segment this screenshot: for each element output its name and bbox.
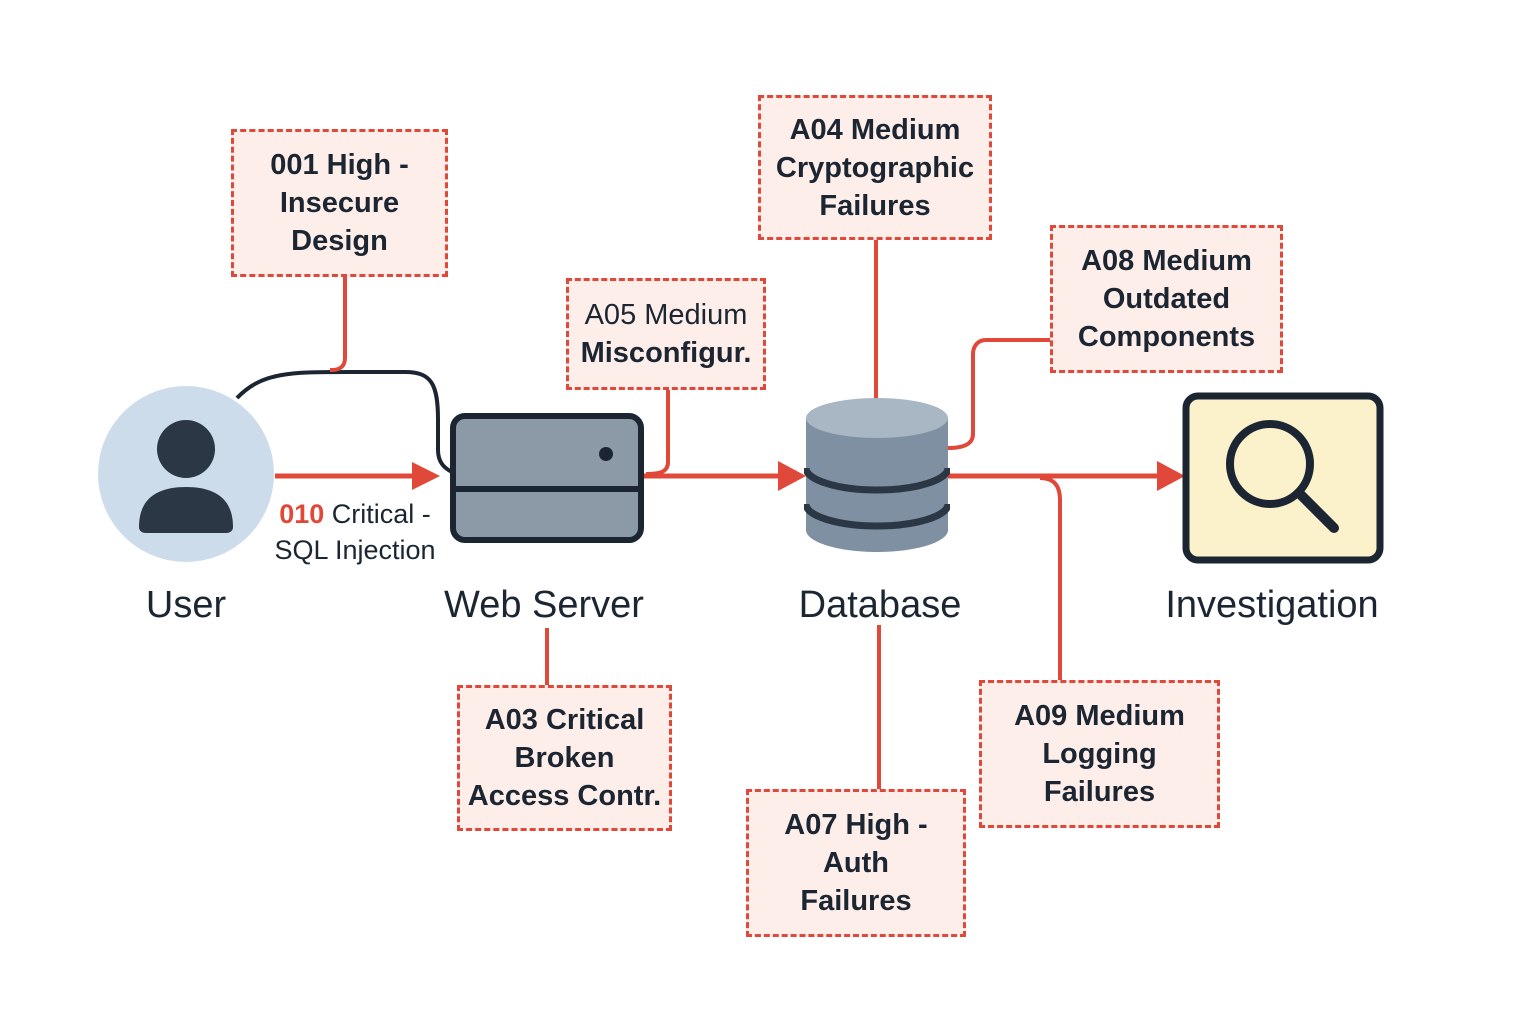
edge-label-code: 010 [279, 499, 325, 529]
node-label-user: User [145, 584, 227, 626]
vuln-a03-line3: Access Contr. [467, 780, 662, 812]
user-server-link [235, 370, 453, 474]
vuln-a01-line2: Insecure [279, 187, 400, 219]
vuln-box-a05: A05 Medium Misconfigur. [566, 278, 766, 390]
vuln-a01-line1: 001 High - [270, 149, 409, 181]
magnifier-icon [1182, 392, 1384, 564]
vuln-a09-line1: A09 Medium [1014, 700, 1185, 732]
vuln-box-a07: A07 High - Auth Failures [746, 789, 966, 937]
vuln-a08-line1: A08 Medium [1081, 245, 1252, 277]
arrowhead-db-to-investigation [1157, 461, 1185, 491]
vuln-a09-line2: Logging [1042, 738, 1157, 770]
vuln-a07-line3: Failures [800, 885, 912, 917]
vuln-a01-line3: Design [291, 225, 388, 257]
callout-line-a01 [330, 277, 347, 372]
vuln-a05-line2: Misconfigur. [580, 337, 752, 369]
node-label-investigation: Investigation [1165, 584, 1379, 626]
vuln-a08-line2: Outdated [1102, 283, 1231, 315]
vuln-a04-line3: Failures [819, 189, 931, 222]
edge-label-name: SQL Injection [274, 535, 436, 565]
vuln-a09-line3: Failures [1043, 776, 1156, 808]
vuln-box-a03: A03 Critical Broken Access Contr. [457, 685, 672, 831]
user-avatar-icon [98, 386, 274, 562]
vuln-box-a01: 001 High - Insecure Design [231, 129, 448, 277]
vuln-a07-line2: Auth [822, 847, 890, 879]
vuln-box-a08: A08 Medium Outdated Components [1050, 225, 1283, 373]
database-icon [804, 398, 950, 552]
vuln-box-a04: A04 Medium Cryptographic Failures [758, 95, 992, 240]
node-label-database: Database [798, 584, 962, 626]
edge-label-severity: Critical - [324, 499, 431, 529]
callout-line-a08 [947, 338, 1052, 450]
vuln-a04-line2: Cryptographic [775, 151, 975, 184]
vuln-box-a09: A09 Medium Logging Failures [979, 680, 1220, 828]
vuln-a05-line1: A05 Medium [584, 299, 748, 331]
vuln-a04-line1: A04 Medium [789, 113, 961, 146]
vuln-a03-line1: A03 Critical [484, 704, 645, 736]
arrowhead-user-to-server [412, 462, 440, 490]
vuln-a07-line1: A07 High - [784, 809, 928, 841]
callout-line-a09 [1039, 476, 1062, 682]
arrowhead-server-to-db [778, 461, 806, 491]
node-label-web-server: Web Server [444, 584, 644, 626]
vuln-a08-line3: Components [1077, 321, 1256, 353]
server-icon [450, 413, 644, 543]
vuln-a03-line2: Broken [514, 742, 615, 774]
callout-line-a05 [645, 390, 670, 476]
sql-injection-edge-label: 010 Critical - SQL Injection [262, 496, 448, 568]
